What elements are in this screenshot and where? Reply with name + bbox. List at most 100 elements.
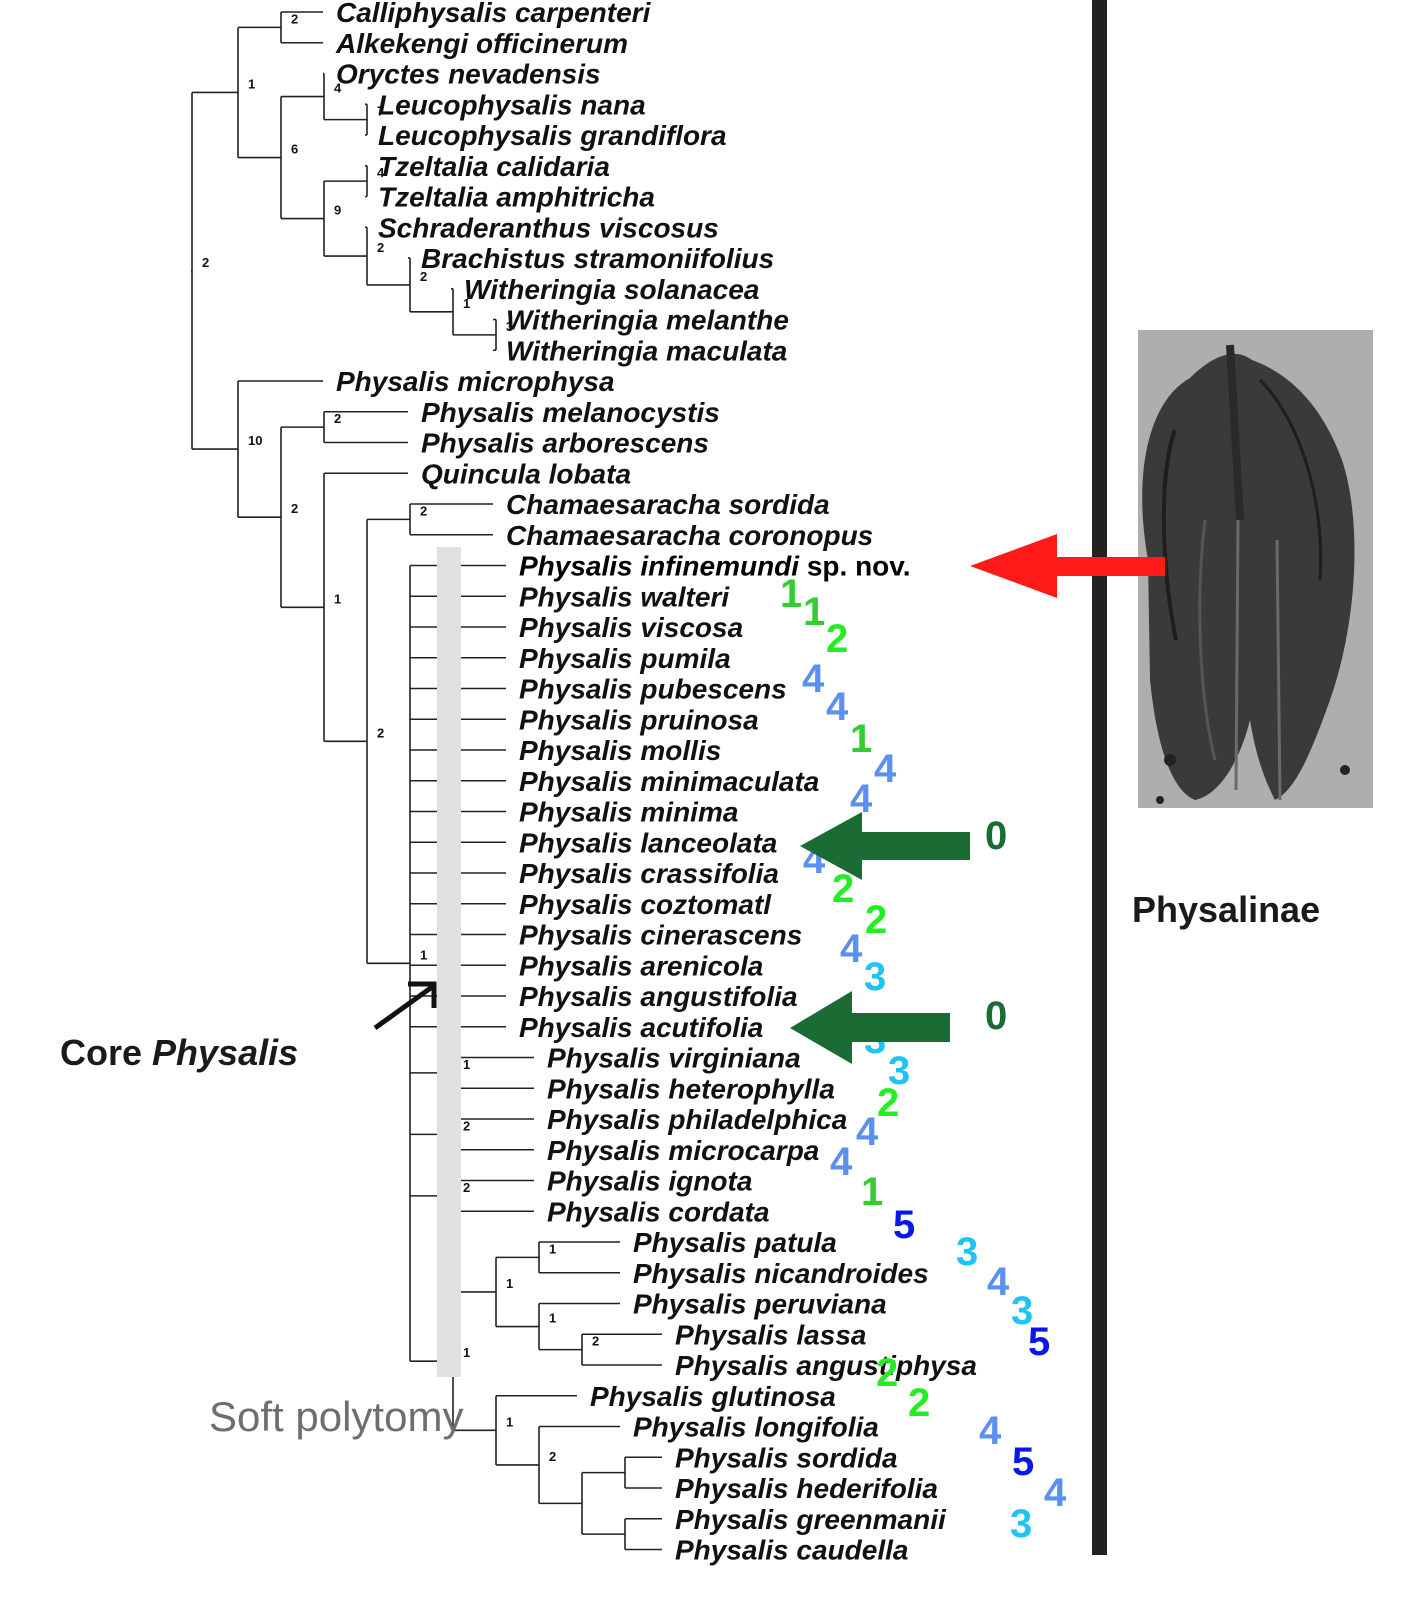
taxon-label: Physalis heterophylla: [547, 1073, 835, 1104]
trait-score: 4: [979, 1409, 1002, 1453]
taxon-label: Physalis mollis: [519, 735, 721, 766]
trait-score: 0: [985, 994, 1007, 1038]
taxon-label: Physalis philadelphica: [547, 1104, 847, 1135]
trait-score: 5: [893, 1203, 915, 1247]
support-value: 1: [463, 296, 470, 311]
trait-score: 2: [826, 617, 848, 661]
trait-score: 1: [803, 590, 825, 634]
taxon-label: Chamaesaracha coronopus: [506, 520, 873, 551]
taxon-label: Tzeltalia amphitricha: [378, 182, 655, 213]
trait-score: 2: [908, 1381, 930, 1425]
taxon-label: Physalis caudella: [675, 1535, 908, 1566]
trait-score: 4: [1044, 1471, 1067, 1515]
trait-score: 3: [864, 955, 886, 999]
taxon-label: Physalis peruviana: [633, 1289, 887, 1320]
new-species-suffix: sp. nov.: [799, 551, 911, 582]
taxon-label: Physalis walteri: [519, 581, 730, 612]
support-value: 2: [291, 501, 298, 516]
trait-score: 3: [888, 1049, 910, 1093]
taxon-label: Physalis viscosa: [519, 612, 743, 643]
core-physalis-label: Core Physalis: [60, 1032, 298, 1073]
support-value: 2: [334, 411, 341, 426]
taxon-label: Physalis acutifolia: [519, 1012, 763, 1043]
support-value: 2: [463, 1118, 470, 1133]
support-value: 1: [334, 591, 341, 606]
trait-score: 4: [802, 657, 825, 701]
taxon-label: Physalis pumila: [519, 643, 731, 674]
trait-score: 4: [850, 777, 873, 821]
taxon-label: Physalis cinerascens: [519, 920, 802, 951]
taxon-label: Physalis angustifolia: [519, 981, 798, 1012]
support-value: 2: [377, 725, 384, 740]
support-value: 2: [202, 255, 209, 270]
taxon-label: Chamaesaracha sordida: [506, 489, 830, 520]
subtribe-label: Physalinae: [1132, 889, 1320, 930]
support-value: 2: [549, 1449, 556, 1464]
taxon-label: Calliphysalis carpenteri: [336, 0, 652, 28]
taxon-label: Physalis lassa: [675, 1319, 866, 1350]
taxon-label: Physalis minimaculata: [519, 766, 819, 797]
green-arrow-lanceolata: [800, 812, 970, 880]
taxon-label: Brachistus stramoniifolius: [421, 243, 774, 274]
trait-scores: 11244144042243033244153435224543: [780, 572, 1067, 1546]
trait-score: 5: [1028, 1320, 1050, 1364]
support-value: 2: [377, 240, 384, 255]
trait-score: 1: [850, 717, 872, 761]
trait-score: 2: [832, 867, 854, 911]
taxon-label: Physalis arenicola: [519, 950, 763, 981]
taxon-label: Physalis greenmanii: [675, 1504, 947, 1535]
green-arrow-acutifolia: [790, 991, 950, 1064]
taxon-label: Physalis crassifolia: [519, 858, 779, 889]
support-value: 2: [463, 1180, 470, 1195]
support-value: 1: [248, 76, 255, 91]
taxon-label: Physalis patula: [633, 1227, 837, 1258]
support-value: 1: [549, 1241, 556, 1256]
support-value: 1: [506, 1414, 513, 1429]
taxon-label: Physalis hederifolia: [675, 1473, 938, 1504]
taxon-label: Leucophysalis nana: [378, 89, 646, 120]
trait-score: 4: [987, 1260, 1010, 1304]
soft-polytomy-label: Soft polytomy: [209, 1393, 463, 1440]
taxon-label: Physalis microphysa: [336, 366, 615, 397]
trait-score: 4: [874, 747, 897, 791]
core-prefix: Core: [60, 1032, 152, 1073]
taxon-label: Physalis microcarpa: [547, 1135, 819, 1166]
taxon-label: Physalis minima: [519, 797, 738, 828]
taxon-label: Witheringia maculata: [506, 335, 787, 366]
core-genus: Physalis: [152, 1032, 298, 1073]
taxon-label: Leucophysalis grandiflora: [378, 120, 727, 151]
support-value: 3: [506, 319, 513, 334]
taxon-label: Physalis virginiana: [547, 1043, 801, 1074]
taxon-label: Physalis coztomatl: [519, 889, 772, 920]
core-physalis-pointer-arrow: [373, 981, 437, 1031]
taxon-label: Oryctes nevadensis: [336, 59, 601, 90]
taxon-label: Witheringia solanacea: [464, 274, 759, 305]
trait-score: 3: [1010, 1502, 1032, 1546]
support-value: 6: [291, 142, 298, 157]
support-value: 10: [248, 433, 262, 448]
trait-score: 5: [1012, 1440, 1034, 1484]
support-value: 2: [592, 1334, 599, 1349]
taxon-label: Physalis melanocystis: [421, 397, 720, 428]
new-species-name: Physalis infinemundi: [519, 551, 800, 582]
red-arrow: [970, 534, 1165, 598]
support-value: 1: [420, 947, 427, 962]
fossil-photo: [1138, 330, 1373, 808]
support-value: 2: [420, 503, 427, 518]
taxon-label: Physalis ignota: [547, 1166, 752, 1197]
trait-score: 3: [956, 1230, 978, 1274]
taxon-label: Physalis arborescens: [421, 428, 709, 459]
taxon-label: Physalis angustiphysa: [675, 1350, 977, 1381]
support-value: 2: [420, 269, 427, 284]
trait-score: 2: [877, 1081, 899, 1125]
taxon-label: Physalis lanceolata: [519, 827, 777, 858]
trait-score: 4: [826, 685, 849, 729]
taxon-label: Physalis infinemundi sp. nov.: [519, 551, 911, 582]
clade-divider-bar: [1092, 0, 1107, 1555]
support-value: 9: [334, 203, 341, 218]
soft-polytomy-bar: [437, 547, 461, 1377]
support-value: 7: [377, 104, 384, 119]
trait-score: 4: [830, 1140, 853, 1184]
